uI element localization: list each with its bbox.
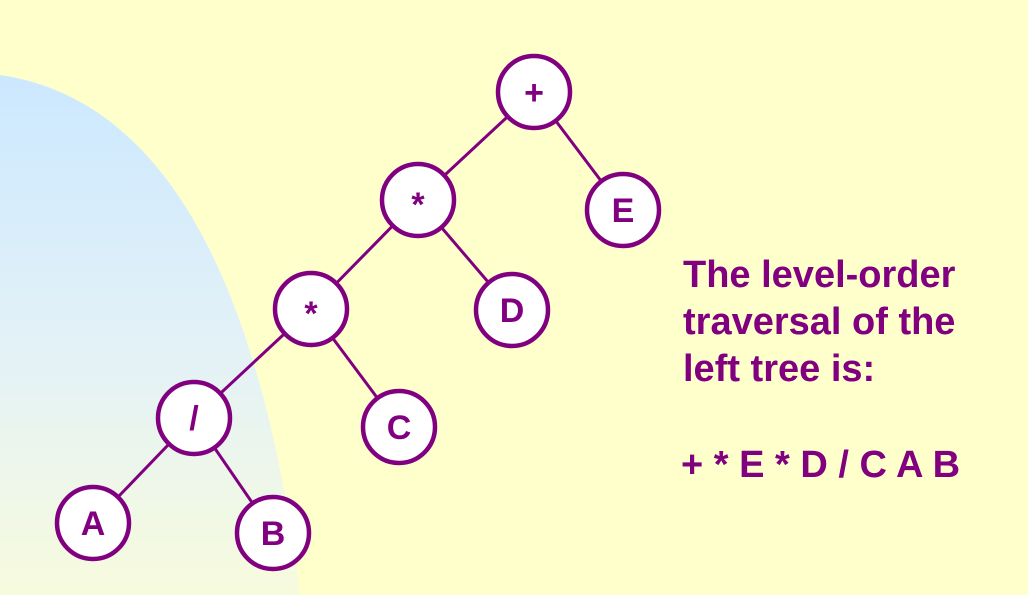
tree-node-C: C xyxy=(360,388,438,466)
node-circle xyxy=(379,161,457,239)
tree-node-A: A xyxy=(54,484,132,562)
node-circle xyxy=(54,484,132,562)
node-label: * xyxy=(411,186,425,224)
tree-nodes: + * E * D / C A B xyxy=(54,53,662,572)
traversal-result: + * E * D / C A B xyxy=(681,444,961,486)
traversal-caption: The level-order traversal of the left tr… xyxy=(683,252,1023,393)
caption-line-2: traversal of the xyxy=(683,301,956,343)
node-circle xyxy=(360,388,438,466)
tree-node-plus: + xyxy=(495,53,573,131)
node-label: * xyxy=(304,295,318,333)
node-circle xyxy=(473,271,551,349)
node-label: C xyxy=(387,409,412,447)
tree-node-mul1: * xyxy=(379,161,457,239)
caption-line-3: left tree is: xyxy=(683,348,876,390)
node-label: E xyxy=(612,192,635,230)
tree-node-mul2: * xyxy=(272,270,350,348)
node-circle xyxy=(272,270,350,348)
node-circle xyxy=(495,53,573,131)
node-label: B xyxy=(261,515,286,553)
node-circle xyxy=(155,379,233,457)
node-label: D xyxy=(500,292,525,330)
node-label: A xyxy=(81,505,106,543)
tree-node-E: E xyxy=(584,171,662,249)
tree-node-B: B xyxy=(234,494,312,572)
node-circle xyxy=(234,494,312,572)
node-circle xyxy=(584,171,662,249)
caption-line-1: The level-order xyxy=(683,254,956,296)
tree-node-D: D xyxy=(473,271,551,349)
node-label: + xyxy=(524,74,544,112)
tree-node-div: / xyxy=(155,379,233,457)
node-label: / xyxy=(189,400,199,438)
